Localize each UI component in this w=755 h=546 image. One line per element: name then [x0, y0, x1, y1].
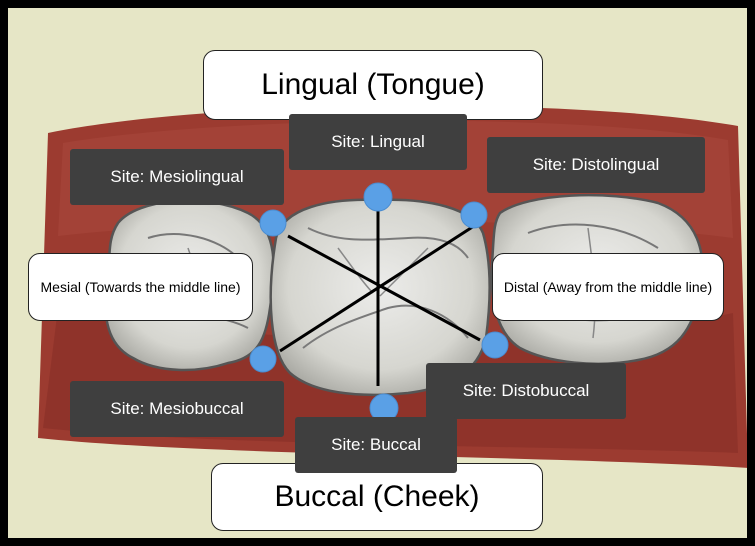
distal-label: Distal (Away from the middle line): [492, 253, 724, 321]
site-marker-distobuccal: [482, 332, 508, 358]
site-marker-mesiobuccal: [250, 346, 276, 372]
lingual-label: Lingual (Tongue): [203, 50, 543, 120]
site-label-mesiolingual: Site: Mesiolingual: [70, 149, 284, 205]
site-label-distobuccal: Site: Distobuccal: [426, 363, 626, 419]
mesial-label: Mesial (Towards the middle line): [28, 253, 253, 321]
site-label-lingual: Site: Lingual: [289, 114, 467, 170]
site-label-buccal: Site: Buccal: [295, 417, 457, 473]
site-label-distolingual: Site: Distolingual: [487, 137, 705, 193]
site-label-mesiobuccal: Site: Mesiobuccal: [70, 381, 284, 437]
site-marker-mesiolingual: [260, 210, 286, 236]
site-marker-lingual: [364, 183, 392, 211]
buccal-label: Buccal (Cheek): [211, 463, 543, 531]
site-marker-distolingual: [461, 202, 487, 228]
